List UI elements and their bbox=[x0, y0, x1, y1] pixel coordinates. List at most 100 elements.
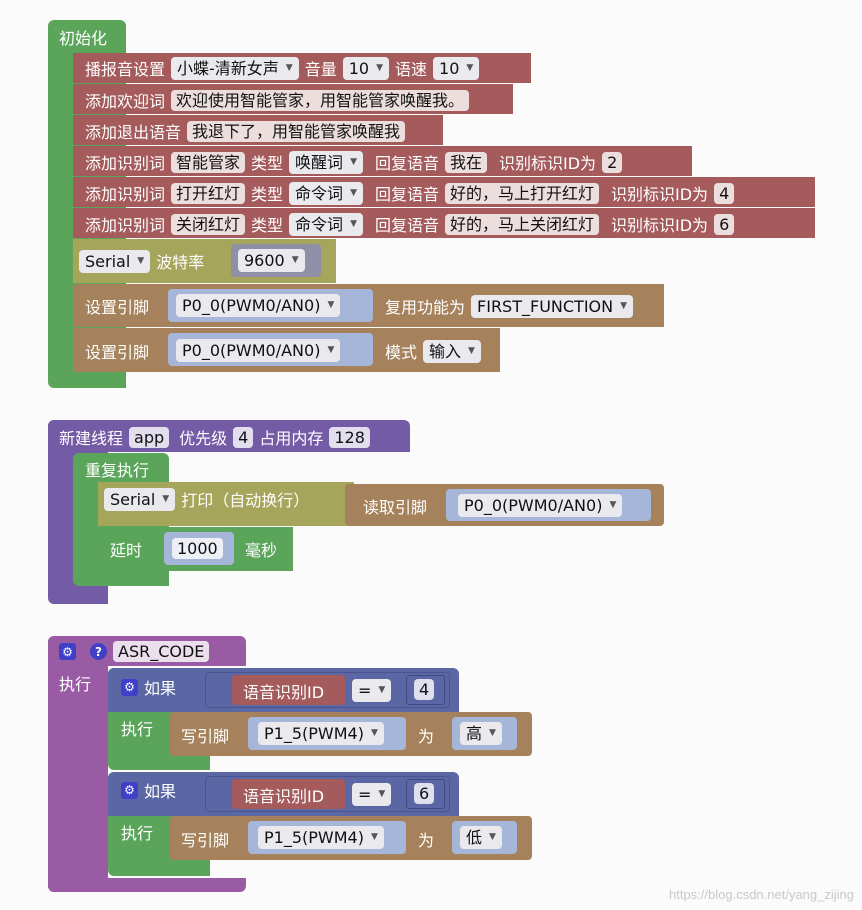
to-label: 为 bbox=[418, 727, 435, 746]
volume-label: 音量 bbox=[304, 60, 337, 79]
id-label: 识别标识ID为 bbox=[611, 216, 709, 235]
delay-value-field[interactable]: 1000 bbox=[172, 538, 223, 559]
chevron-down-icon: ▼ bbox=[378, 685, 386, 695]
write-pin-label: 写引脚 bbox=[181, 831, 230, 850]
reply-label: 回复语音 bbox=[374, 185, 439, 204]
chevron-down-icon: ▼ bbox=[620, 300, 628, 311]
asr-id-label: 语音识别ID bbox=[243, 683, 325, 702]
chevron-down-icon: ▼ bbox=[350, 218, 357, 229]
exit-text-field[interactable]: 我退下了，用智能管家唤醒我 bbox=[187, 120, 406, 142]
function-dropdown[interactable]: FIRST_FUNCTION▼ bbox=[471, 294, 634, 318]
serial-port-dropdown[interactable]: Serial▼ bbox=[79, 249, 151, 273]
memory-field[interactable]: 128 bbox=[329, 426, 370, 448]
priority-label: 优先级 bbox=[179, 429, 228, 448]
operator-dropdown[interactable]: =▼ bbox=[352, 783, 392, 806]
thread-name-field[interactable]: app bbox=[129, 426, 170, 448]
pin-dropdown[interactable]: P1_5(PWM4)▼ bbox=[258, 826, 384, 849]
chevron-down-icon: ▼ bbox=[327, 300, 335, 310]
chevron-down-icon: ▼ bbox=[489, 832, 496, 842]
chevron-down-icon: ▼ bbox=[468, 345, 475, 356]
type-dropdown[interactable]: 命令词▼ bbox=[289, 181, 363, 205]
watermark: https://blog.csdn.net/yang_zijing bbox=[668, 887, 854, 902]
type-dropdown[interactable]: 命令词▼ bbox=[289, 212, 363, 236]
type-dropdown[interactable]: 唤醒词▼ bbox=[289, 150, 363, 174]
gear-icon[interactable]: ⚙ bbox=[59, 643, 76, 660]
word-label: 添加识别词 bbox=[85, 185, 166, 204]
exit-label: 添加退出语音 bbox=[85, 123, 182, 142]
priority-field[interactable]: 4 bbox=[233, 426, 254, 448]
if-label: 如果 bbox=[144, 782, 177, 801]
pin-dropdown[interactable]: P1_5(PWM4)▼ bbox=[258, 722, 384, 745]
chevron-down-icon: ▼ bbox=[350, 187, 357, 198]
level-dropdown[interactable]: 低▼ bbox=[460, 826, 502, 849]
chevron-down-icon: ▼ bbox=[376, 62, 384, 73]
reply-field[interactable]: 好的，马上打开红灯 bbox=[445, 182, 600, 204]
gear-icon[interactable]: ⚙ bbox=[121, 781, 138, 799]
asr-footer bbox=[48, 878, 246, 892]
id-label: 识别标识ID为 bbox=[499, 154, 597, 173]
compare-value-field[interactable]: 4 bbox=[414, 679, 435, 700]
word-label: 添加识别词 bbox=[85, 216, 166, 235]
mode-dropdown[interactable]: 输入▼ bbox=[423, 339, 481, 363]
memory-label: 占用内存 bbox=[259, 429, 324, 448]
thread-label: 新建线程 bbox=[59, 429, 124, 448]
pin-dropdown[interactable]: P0_0(PWM0/AN0)▼ bbox=[458, 494, 623, 517]
pin-dropdown[interactable]: P0_0(PWM0/AN0)▼ bbox=[176, 339, 341, 362]
pin-dropdown[interactable]: P0_0(PWM0/AN0)▼ bbox=[176, 294, 341, 317]
id-field[interactable]: 6 bbox=[714, 213, 735, 235]
chevron-down-icon: ▼ bbox=[370, 728, 378, 738]
id-label: 识别标识ID为 bbox=[611, 185, 709, 204]
id-field[interactable]: 4 bbox=[714, 182, 735, 204]
init-title: 初始化 bbox=[59, 29, 108, 48]
asr-id-block[interactable] bbox=[232, 779, 345, 809]
tts-label: 播报音设置 bbox=[85, 60, 166, 79]
delay-label: 延时 bbox=[110, 541, 143, 560]
baud-dropdown[interactable]: 9600▼ bbox=[238, 249, 305, 272]
reply-label: 回复语音 bbox=[374, 154, 439, 173]
voice-dropdown[interactable]: 小蝶-清新女声▼ bbox=[171, 56, 299, 80]
chevron-down-icon: ▼ bbox=[466, 62, 474, 73]
set-pin-label: 设置引脚 bbox=[85, 298, 150, 317]
reply-field[interactable]: 好的，马上关闭红灯 bbox=[445, 213, 600, 235]
word-field[interactable]: 关闭红灯 bbox=[171, 213, 246, 235]
do-label: 执行 bbox=[121, 824, 154, 843]
asr-name-field[interactable]: ASR_CODE bbox=[113, 641, 210, 662]
word-field[interactable]: 智能管家 bbox=[171, 151, 246, 173]
operator-dropdown[interactable]: =▼ bbox=[352, 679, 392, 702]
to-label: 为 bbox=[418, 831, 435, 850]
set-pin-label: 设置引脚 bbox=[85, 343, 150, 362]
type-label: 类型 bbox=[251, 216, 284, 235]
speed-dropdown[interactable]: 10▼ bbox=[433, 56, 480, 80]
word-field[interactable]: 打开红灯 bbox=[171, 182, 246, 204]
asr-block[interactable] bbox=[48, 636, 108, 892]
reply-field[interactable]: 我在 bbox=[445, 151, 488, 173]
asr-id-label: 语音识别ID bbox=[243, 787, 325, 806]
print-label: 打印（自动换行） bbox=[181, 491, 310, 510]
compare-value-field[interactable]: 6 bbox=[414, 783, 435, 804]
id-field[interactable]: 2 bbox=[602, 151, 623, 173]
chevron-down-icon: ▼ bbox=[291, 255, 299, 265]
chevron-down-icon: ▼ bbox=[378, 789, 386, 799]
help-icon[interactable]: ? bbox=[90, 643, 107, 660]
chevron-down-icon: ▼ bbox=[370, 832, 378, 842]
chevron-down-icon: ▼ bbox=[609, 500, 617, 510]
volume-dropdown[interactable]: 10▼ bbox=[342, 56, 390, 80]
chevron-down-icon: ▼ bbox=[489, 728, 496, 738]
speed-label: 语速 bbox=[395, 60, 428, 79]
chevron-down-icon: ▼ bbox=[350, 156, 357, 167]
baud-label: 波特率 bbox=[156, 253, 205, 272]
type-label: 类型 bbox=[251, 154, 284, 173]
type-label: 类型 bbox=[251, 185, 284, 204]
serial-port-dropdown[interactable]: Serial▼ bbox=[104, 487, 176, 511]
asr-exec-label: 执行 bbox=[59, 675, 92, 694]
word-label: 添加识别词 bbox=[85, 154, 166, 173]
delay-unit-label: 毫秒 bbox=[245, 541, 278, 560]
gear-icon[interactable]: ⚙ bbox=[121, 678, 138, 696]
welcome-text-field[interactable]: 欢迎使用智能管家，用智能管家唤醒我。 bbox=[171, 89, 470, 111]
asr-id-block[interactable] bbox=[232, 675, 345, 705]
reply-label: 回复语音 bbox=[374, 216, 439, 235]
chevron-down-icon: ▼ bbox=[327, 345, 335, 355]
mode-label: 模式 bbox=[385, 343, 418, 362]
level-dropdown[interactable]: 高▼ bbox=[460, 722, 502, 745]
if-label: 如果 bbox=[144, 679, 177, 698]
